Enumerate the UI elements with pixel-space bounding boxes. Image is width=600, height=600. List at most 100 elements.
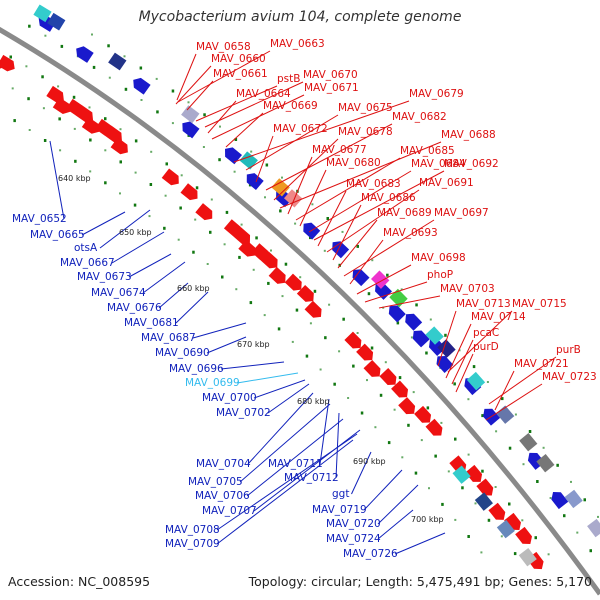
slot-dot <box>347 397 350 399</box>
gene-label[interactable]: MAV_0660 <box>211 53 266 65</box>
gene-label[interactable]: MAV_0665 <box>30 229 85 241</box>
gene-label[interactable]: MAV_0726 <box>343 548 398 560</box>
gene-label[interactable]: MAV_0652 <box>12 213 67 225</box>
gene-label[interactable]: MAV_0707 <box>202 505 257 517</box>
slot-dot <box>255 236 258 240</box>
gene-label[interactable]: purD <box>473 341 499 353</box>
slot-dot <box>508 446 512 450</box>
gene-label[interactable]: MAV_0698 <box>411 252 466 264</box>
gene-label[interactable]: MAV_0712 <box>284 472 339 484</box>
gene-label[interactable]: MAV_0714 <box>471 311 526 323</box>
slot-dot <box>134 171 137 174</box>
slot-dot <box>27 97 30 101</box>
gene-label[interactable]: MAV_0708 <box>165 524 220 536</box>
gene-label[interactable]: pstB <box>277 73 300 85</box>
gene-label[interactable]: MAV_0675 <box>338 102 393 114</box>
gene-label[interactable]: MAV_0705 <box>188 476 243 488</box>
gene-label[interactable]: MAV_0723 <box>542 371 597 383</box>
gene-label[interactable]: MAV_0719 <box>312 504 367 516</box>
slot-dot <box>179 206 182 210</box>
gene-label[interactable]: MAV_0689 <box>377 207 432 219</box>
gene-features <box>0 4 600 570</box>
gene-label[interactable]: MAV_0672 <box>273 123 328 135</box>
gene-label[interactable]: MAV_0688 <box>441 129 496 141</box>
reverse-gene-arrow <box>303 222 321 240</box>
gene-label[interactable]: MAV_0685 <box>400 145 455 157</box>
slot-dot <box>294 222 297 225</box>
slot-dot <box>195 186 199 190</box>
slot-dot <box>434 454 437 458</box>
gene-label[interactable]: MAV_0683 <box>346 178 401 190</box>
gene-label[interactable]: MAV_0696 <box>169 363 224 375</box>
leader-line <box>207 100 237 134</box>
gene-label[interactable]: MAV_0711 <box>268 458 323 470</box>
gene-label[interactable]: MAV_0671 <box>304 82 359 94</box>
gene-label[interactable]: MAV_0681 <box>124 317 179 329</box>
slot-dot <box>521 519 524 522</box>
slot-dot <box>171 122 174 125</box>
slot-dot <box>410 336 413 339</box>
slot-dot <box>25 65 28 68</box>
leader-line <box>216 439 354 545</box>
slot-dot <box>597 515 599 518</box>
gene-label[interactable]: MAV_0680 <box>326 157 381 169</box>
gene-label[interactable]: MAV_0715 <box>512 298 567 310</box>
gene-label[interactable]: ggt <box>332 488 349 500</box>
gene-label[interactable]: MAV_0697 <box>434 207 489 219</box>
gene-label[interactable]: MAV_0678 <box>338 126 393 138</box>
gene-label[interactable]: phoP <box>427 269 453 281</box>
forward-gene-arrow <box>296 284 314 302</box>
gene-label[interactable]: MAV_0702 <box>216 407 271 419</box>
gene-label[interactable]: MAV_0669 <box>263 100 318 112</box>
gene-label[interactable]: MAV_0699 <box>185 377 240 389</box>
gene-label[interactable]: MAV_0667 <box>60 257 115 269</box>
gene-label[interactable]: MAV_0724 <box>326 533 381 545</box>
gene-label[interactable]: MAV_0709 <box>165 538 220 550</box>
gene-label[interactable]: MAV_0679 <box>409 88 464 100</box>
gene-label[interactable]: MAV_0663 <box>270 38 325 50</box>
gene-label[interactable]: MAV_0687 <box>141 332 196 344</box>
gene-label[interactable]: MAV_0704 <box>196 458 251 470</box>
gene-label[interactable]: MAV_0690 <box>155 347 210 359</box>
gene-label[interactable]: MAV_0661 <box>213 68 268 80</box>
gene-label[interactable]: purB <box>556 344 581 356</box>
slot-dot <box>124 87 128 91</box>
gene-label[interactable]: MAV_0700 <box>202 392 257 404</box>
slot-dot <box>119 128 122 131</box>
gene-label[interactable]: MAV_0703 <box>440 283 495 295</box>
gene-label[interactable]: MAV_0673 <box>77 271 132 283</box>
leader-line <box>332 204 362 261</box>
gene-label[interactable]: MAV_0692 <box>444 158 499 170</box>
slot-dot <box>494 486 497 488</box>
gene-label[interactable]: MAV_0713 <box>456 298 511 310</box>
slot-dot <box>107 44 110 48</box>
gene-label[interactable]: MAV_0720 <box>326 518 381 530</box>
slot-dot <box>60 44 64 48</box>
forward-gene-arrow <box>284 273 302 291</box>
gene-label[interactable]: MAV_0684 <box>411 158 466 170</box>
gene-label[interactable]: MAV_0674 <box>91 287 146 299</box>
slot-dot <box>72 95 76 99</box>
gene-label[interactable]: otsA <box>74 242 98 254</box>
gene-label[interactable]: MAV_0670 <box>303 69 358 81</box>
gene-label[interactable]: MAV_0693 <box>383 227 438 239</box>
slot-dot <box>356 244 359 248</box>
gene-label[interactable]: MAV_0691 <box>419 177 474 189</box>
leader-line <box>337 219 378 269</box>
leader-line <box>255 135 274 183</box>
gene-label[interactable]: MAV_0682 <box>392 111 447 123</box>
leader-line <box>308 170 412 233</box>
gene-label[interactable]: MAV_0664 <box>236 88 291 100</box>
gene-label[interactable]: MAV_0721 <box>514 358 569 370</box>
gene-label[interactable]: pcaC <box>473 327 499 339</box>
slot-dot <box>528 430 532 433</box>
gene-label[interactable]: MAV_0676 <box>107 302 162 314</box>
forward-gene-arrow <box>233 227 251 245</box>
gene-label[interactable]: MAV_0658 <box>196 41 251 53</box>
gene-label[interactable]: MAV_0686 <box>361 192 416 204</box>
slot-dot <box>342 317 345 321</box>
gene-label[interactable]: MAV_0706 <box>195 490 250 502</box>
gene-label[interactable]: MAV_0677 <box>312 144 367 156</box>
slot-dot <box>474 502 477 505</box>
